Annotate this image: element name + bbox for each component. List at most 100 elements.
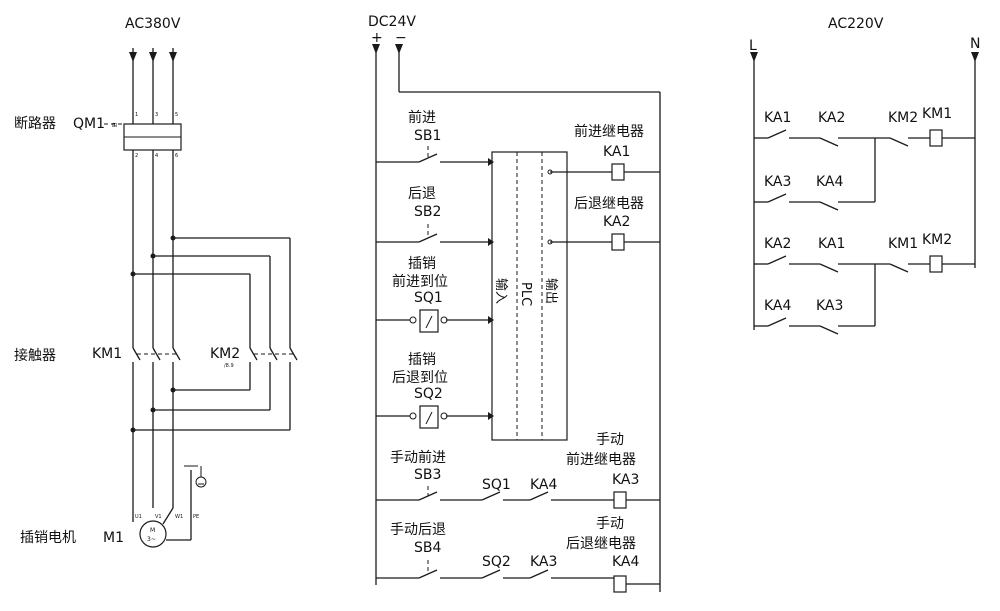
row-sb3: 手动前进 SB3 SQ1 KA4 手动 前进继电器 KA3 [376, 432, 660, 509]
terminal-label: 1 [135, 112, 138, 118]
km2-label: KM2 [210, 346, 240, 362]
rung-km2-parallel: KA4 KA3 [754, 264, 876, 335]
ka3-name2: 前进继电器 [566, 451, 636, 468]
contactor-coil-icon [929, 129, 943, 147]
ac380-main-circuit: AC380V 断路器 QM1 ⊞ 1 3 5 2 4 6 [14, 16, 298, 548]
terminal-label: 5 [175, 112, 178, 118]
pe-label: PE [193, 514, 199, 520]
r2-ka4: KA4 [816, 174, 844, 190]
motor-label: 插销电机 [20, 530, 76, 546]
r4-ka3: KA3 [816, 298, 843, 314]
motor-symbol-phase: 3~ [147, 536, 156, 543]
sb3-tag: SB3 [414, 467, 441, 483]
sq2-tag: SQ2 [414, 386, 443, 402]
ac220-label: AC220V [828, 16, 884, 32]
r1-ka2: KA2 [818, 110, 845, 126]
sb2-name: 后退 [408, 186, 436, 202]
terminal-label: U1 [135, 514, 142, 520]
sq2-name1: 插销 [408, 352, 436, 368]
km2-ref: /8.9 [224, 363, 234, 369]
r4-ka4: KA4 [764, 298, 792, 314]
breaker-handle-icon: ⊞ [112, 122, 117, 129]
sb1-tag: SB1 [414, 128, 441, 144]
row-sq1: 插销 前进到位 SQ1 [376, 256, 494, 333]
terminal-label: V1 [155, 514, 162, 520]
reversing-wiring [130, 235, 291, 433]
sq1-name1: 插销 [408, 256, 436, 272]
plc-block: 输入 PLC 输出 [491, 151, 568, 441]
row-ka2: 后退继电器 KA2 [547, 196, 660, 251]
ka4-name1: 手动 [596, 516, 624, 532]
terminal-label: 6 [175, 153, 178, 159]
contactor-coil-icon [929, 255, 943, 273]
relay-coil-icon [613, 575, 627, 593]
ka3-b-tag: KA3 [530, 554, 557, 570]
ka4-tag: KA4 [612, 554, 640, 570]
contactor-label: 接触器 [14, 347, 56, 364]
line-n-label: N [970, 36, 980, 52]
ka4-name2: 后退继电器 [566, 536, 636, 552]
sq2-name2: 后退到位 [392, 370, 448, 386]
dc-plus: + [371, 30, 383, 46]
sq2-b-tag: SQ2 [482, 554, 511, 570]
motor-tag: M1 [103, 530, 124, 546]
breaker-tag: QM1 [73, 116, 105, 132]
r1-km1-coil: KM1 [922, 106, 952, 122]
arrow-down-icon [149, 52, 157, 62]
sb1-name: 前进 [408, 109, 436, 126]
ac220-relay-circuit: AC220V L N KA1 KA2 KM2 KM1 KA3 KA4 [749, 16, 980, 335]
ac380-label: AC380V [125, 16, 181, 32]
ka2-tag: KA2 [603, 214, 630, 230]
r2-ka3: KA3 [764, 174, 791, 190]
r3-km2-coil: KM2 [922, 232, 952, 248]
ka3-name1: 手动 [596, 432, 624, 448]
sb4-tag: SB4 [414, 540, 441, 556]
terminal-label: 2 [135, 153, 138, 159]
sq1-name2: 前进到位 [392, 273, 448, 290]
km1-label: KM1 [92, 346, 122, 362]
arrow-down-icon [129, 52, 137, 62]
ka1-name: 前进继电器 [574, 123, 644, 140]
line-l-label: L [749, 38, 757, 54]
motor-m1: 插销电机 M1 M 3~ U1 V1 W1 PE [20, 465, 207, 548]
breaker-qm1: 断路器 QM1 ⊞ 1 3 5 2 4 6 [14, 112, 182, 159]
relay-coil-icon [611, 233, 625, 251]
contactors: 接触器 KM1 KM2 /8.9 [14, 344, 298, 369]
rung-km1: KA1 KA2 KM2 KM1 [754, 106, 975, 147]
rung-km1-parallel: KA3 KA4 [754, 138, 876, 211]
ka1-tag: KA1 [603, 144, 630, 160]
rung-km2: KA2 KA1 KM1 KM2 [754, 232, 975, 273]
plc-input-label: 输入 [493, 278, 509, 304]
ka4-b-tag: KA4 [530, 477, 558, 493]
terminal-label: W1 [175, 514, 183, 520]
r3-km1: KM1 [888, 236, 918, 252]
row-sb4: 手动后退 SB4 SQ2 KA3 手动 后退继电器 KA4 [376, 516, 660, 593]
row-sb1: 前进 SB1 [376, 109, 494, 166]
ka3-tag: KA3 [612, 472, 639, 488]
terminal-label: 4 [155, 153, 158, 159]
row-sb2: 后退 SB2 [376, 186, 494, 246]
relay-coil-icon [613, 491, 627, 509]
sb2-tag: SB2 [414, 204, 441, 220]
arrow-down-icon [169, 52, 177, 62]
r3-ka2: KA2 [764, 236, 791, 252]
plc-output-label: 输出 [543, 278, 559, 304]
terminal-label: 3 [155, 112, 158, 118]
sq1-b-tag: SQ1 [482, 477, 511, 493]
plc-label: PLC [518, 282, 533, 306]
motor-symbol-m: M [150, 527, 155, 534]
ka2-name: 后退继电器 [574, 196, 644, 212]
dc-minus: − [395, 30, 407, 46]
dc24-plc-circuit: DC24V + − 输入 PLC 输出 前进 SB1 [368, 14, 661, 593]
dc24-label: DC24V [368, 14, 416, 30]
sb4-name: 手动后退 [390, 522, 446, 538]
r3-ka1: KA1 [818, 236, 845, 252]
row-ka1: 前进继电器 KA1 [547, 123, 660, 181]
ground-icon [195, 476, 207, 488]
r1-km2: KM2 [888, 110, 918, 126]
relay-coil-icon [611, 163, 625, 181]
sq1-tag: SQ1 [414, 290, 443, 306]
r1-ka1: KA1 [764, 110, 791, 126]
sb3-name: 手动前进 [390, 449, 446, 466]
